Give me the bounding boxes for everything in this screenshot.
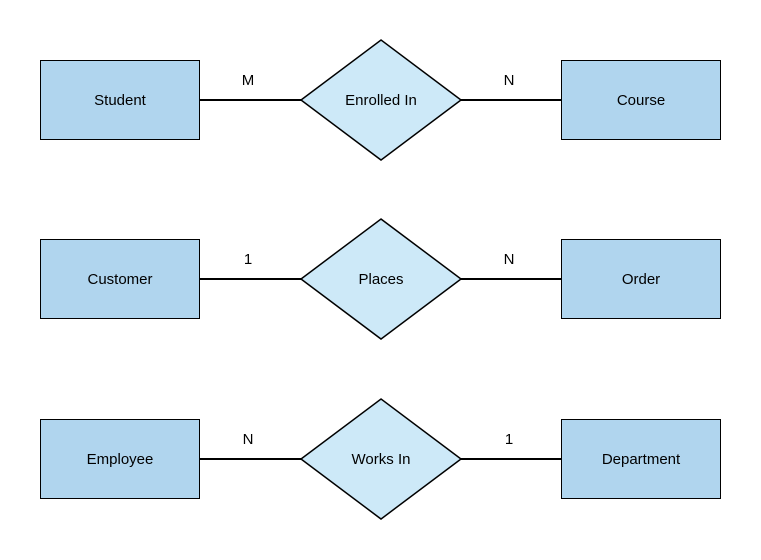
connector-student-to-enrolled-in[interactable] bbox=[200, 99, 301, 101]
relationship-works-in[interactable]: Works In bbox=[299, 397, 463, 521]
entity-customer[interactable]: Customer bbox=[40, 239, 200, 319]
entity-label: Course bbox=[616, 91, 666, 109]
cardinality-label: N bbox=[503, 251, 515, 268]
entity-label: Department bbox=[601, 450, 681, 468]
connector-places-to-order[interactable] bbox=[461, 278, 561, 280]
relationship-row-student-course: Student M Enrolled In N Course bbox=[0, 38, 761, 162]
connector-employee-to-works-in[interactable] bbox=[200, 458, 301, 460]
relationship-row-customer-order: Customer 1 Places N Order bbox=[0, 217, 761, 341]
connector-works-in-to-department[interactable] bbox=[461, 458, 561, 460]
cardinality-label: M bbox=[241, 72, 255, 89]
entity-label: Employee bbox=[86, 450, 154, 468]
cardinality-label: 1 bbox=[243, 251, 253, 268]
connector-customer-to-places[interactable] bbox=[200, 278, 301, 280]
relationship-enrolled-in[interactable]: Enrolled In bbox=[299, 38, 463, 162]
cardinality-label: 1 bbox=[504, 431, 514, 448]
entity-label: Order bbox=[621, 270, 661, 288]
relationship-places[interactable]: Places bbox=[299, 217, 463, 341]
entity-label: Customer bbox=[87, 270, 153, 288]
entity-label: Student bbox=[94, 91, 146, 109]
cardinality-label: N bbox=[242, 431, 254, 448]
entity-student[interactable]: Student bbox=[40, 60, 200, 140]
diamond-shape bbox=[299, 218, 463, 340]
entity-department[interactable]: Department bbox=[561, 419, 721, 499]
entity-course[interactable]: Course bbox=[561, 60, 721, 140]
connector-enrolled-in-to-course[interactable] bbox=[461, 99, 561, 101]
cardinality-label: N bbox=[503, 72, 515, 89]
diamond-shape bbox=[299, 398, 463, 520]
entity-order[interactable]: Order bbox=[561, 239, 721, 319]
diamond-shape bbox=[299, 39, 463, 161]
relationship-row-employee-department: Employee N Works In 1 Department bbox=[0, 397, 761, 521]
entity-employee[interactable]: Employee bbox=[40, 419, 200, 499]
